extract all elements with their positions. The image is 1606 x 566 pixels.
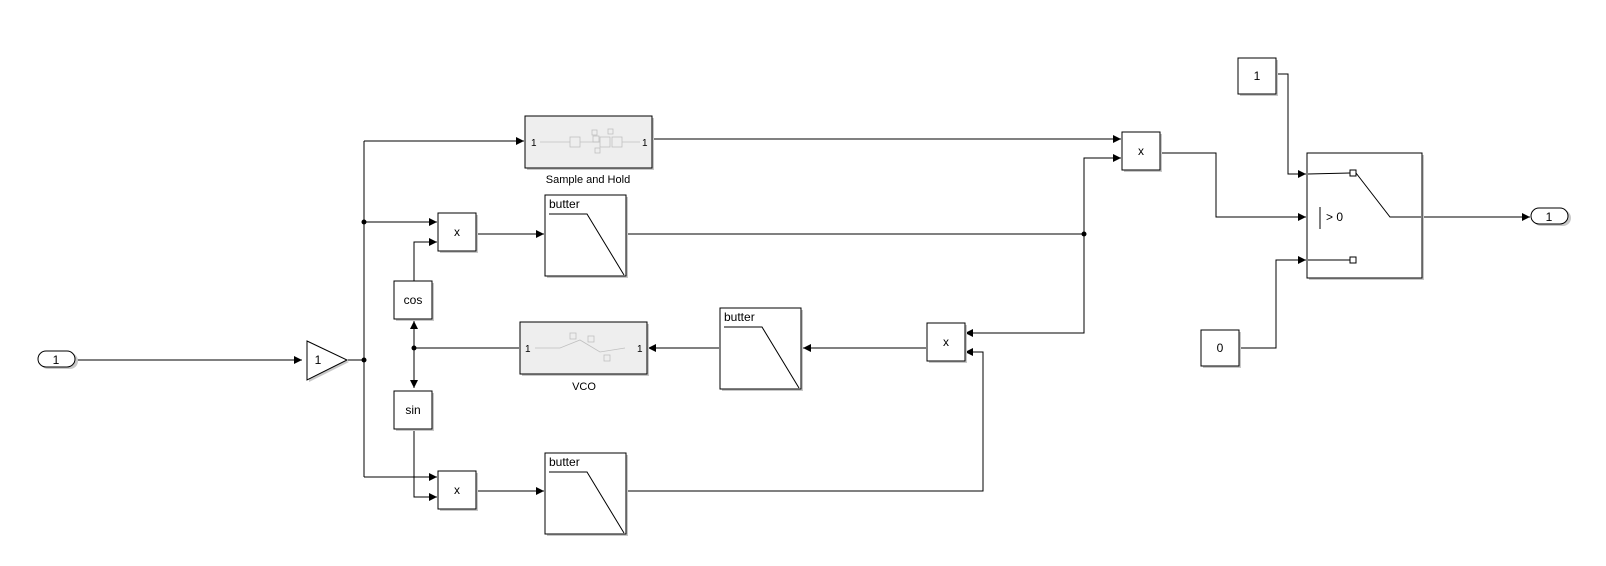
constant-one-label: 1 (1254, 69, 1261, 83)
product-lower-label: x (454, 483, 460, 497)
product-block-lower[interactable]: x (437, 470, 478, 511)
sample-and-hold-out-port: 1 (642, 138, 648, 149)
butter-middle-label: butter (724, 310, 755, 324)
sin-block[interactable]: sin (393, 390, 434, 431)
constant-one-block[interactable]: 1 (1237, 57, 1278, 96)
switch-threshold-label: > 0 (1326, 210, 1343, 224)
sample-and-hold-name: Sample and Hold (546, 174, 630, 186)
product-output-label: x (1138, 144, 1144, 158)
sample-and-hold-subsystem[interactable]: 1 1 Sample and Hold (524, 115, 654, 186)
inport-label: 1 (53, 353, 60, 367)
arrowheads (294, 135, 1530, 501)
constant-zero-label: 0 (1217, 341, 1224, 355)
butter-filter-middle[interactable]: butter (719, 307, 803, 391)
gain-label: 1 (315, 353, 322, 367)
switch-block[interactable]: > 0 (1306, 152, 1424, 280)
sample-and-hold-preview-icon (540, 128, 640, 154)
sin-label: sin (405, 403, 420, 417)
butter-filter-lower[interactable]: butter (544, 452, 628, 536)
product-upper-label: x (454, 225, 460, 239)
product-block-upper[interactable]: x (437, 212, 478, 253)
product-block-middle[interactable]: x (926, 322, 967, 363)
product-block-output[interactable]: x (1121, 131, 1162, 172)
cos-block[interactable]: cos (393, 280, 434, 321)
vco-in-port: 1 (525, 344, 531, 355)
product-middle-label: x (943, 335, 949, 349)
vco-preview-icon (535, 332, 626, 362)
cos-label: cos (404, 293, 423, 307)
outport-block[interactable]: 1 (1530, 207, 1571, 226)
constant-zero-block[interactable]: 0 (1200, 329, 1241, 368)
sample-and-hold-in-port: 1 (531, 138, 537, 149)
outport-label: 1 (1546, 210, 1553, 224)
butter-lower-label: butter (549, 455, 580, 469)
gain-block[interactable]: 1 (306, 340, 349, 382)
branch-points (361, 219, 1087, 363)
inport-block[interactable]: 1 (37, 350, 78, 369)
vco-name: VCO (572, 381, 596, 393)
vco-out-port: 1 (637, 344, 643, 355)
signal-lines (75, 73, 1530, 498)
butter-filter-upper[interactable]: butter (544, 194, 628, 278)
butter-upper-label: butter (549, 197, 580, 211)
vco-subsystem[interactable]: 1 1 VCO (519, 321, 649, 393)
